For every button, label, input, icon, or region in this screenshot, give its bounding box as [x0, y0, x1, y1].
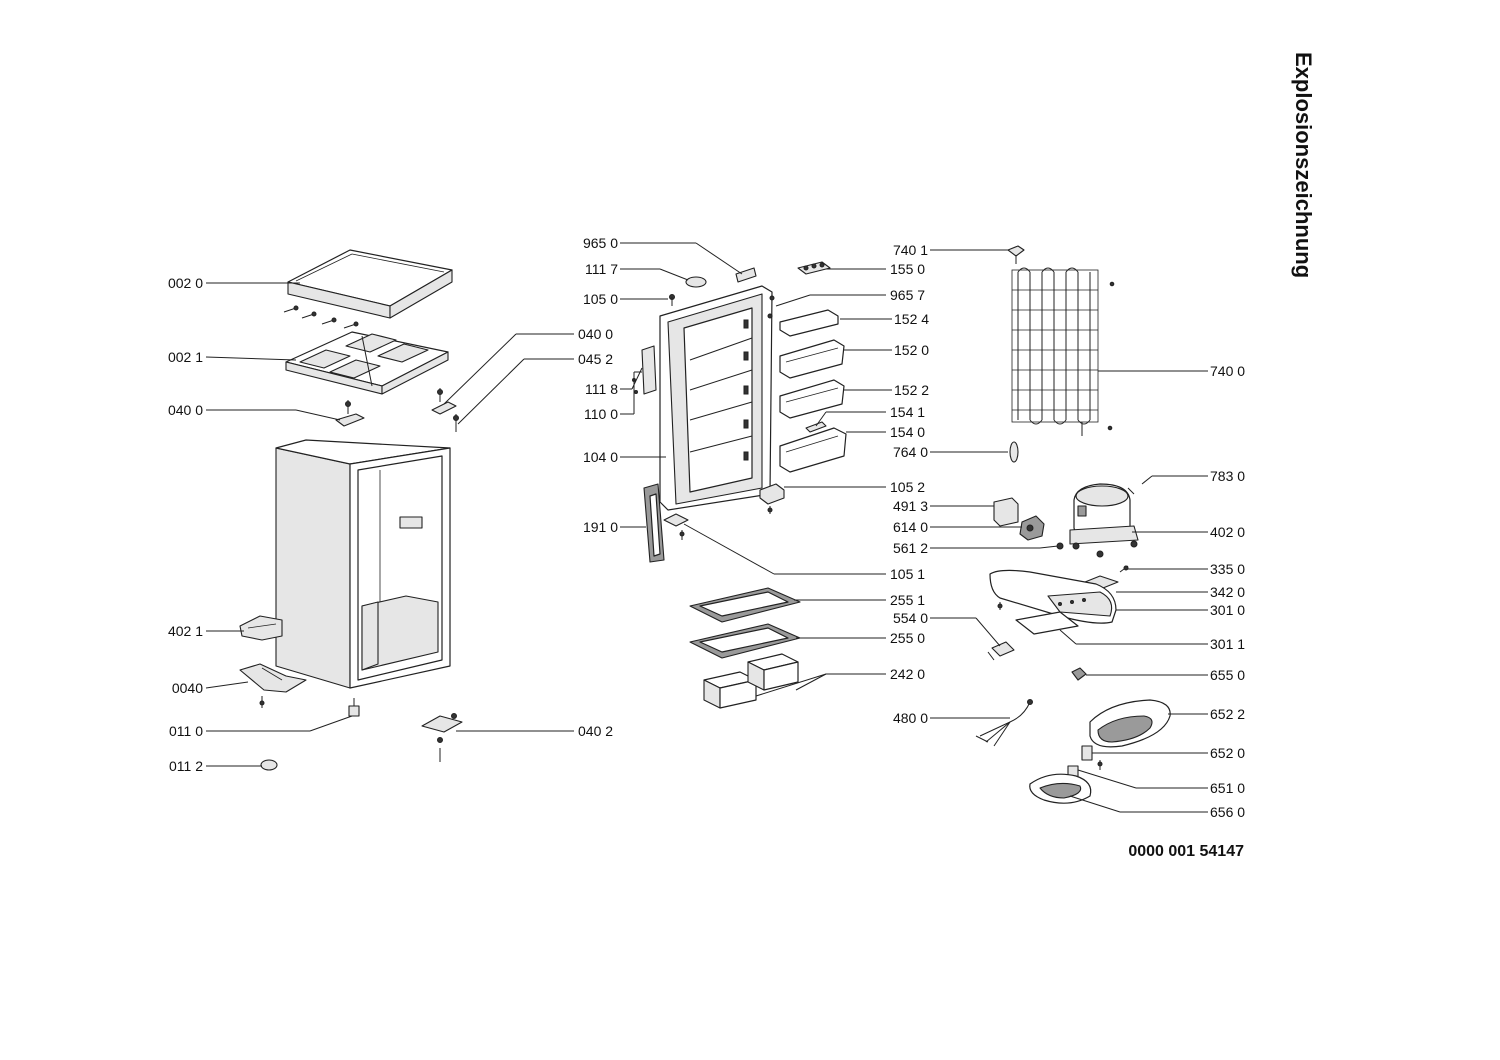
- label-191-0: 191 0: [583, 519, 618, 535]
- part-152-0-door-shelf: [779, 339, 845, 379]
- label-011-0: 011 0: [169, 723, 203, 739]
- label-301-0: 301 0: [1210, 602, 1245, 618]
- label-002-0: 002 0: [168, 275, 203, 291]
- label-242-0: 242 0: [890, 666, 925, 682]
- label-651-0: 651 0: [1210, 780, 1245, 796]
- label-255-1: 255 1: [890, 592, 925, 608]
- part-002-0-top-cover: [287, 249, 453, 319]
- label-105-1: 105 1: [890, 566, 925, 582]
- label-040-0-mid: 040 0: [578, 326, 613, 342]
- label-105-0: 105 0: [583, 291, 618, 307]
- document-number: 0000 001 54147: [1128, 843, 1244, 860]
- label-965-7: 965 7: [890, 287, 925, 303]
- diagram-title: Explosionszeichnung: [1291, 52, 1316, 278]
- label-614-0: 614 0: [893, 519, 928, 535]
- label-783-0: 783 0: [1210, 468, 1245, 484]
- part-335-0-valve: [1119, 565, 1129, 573]
- label-342-0: 342 0: [1210, 584, 1245, 600]
- part-740-1-clip: [1007, 245, 1025, 264]
- part-011-2-foot-cap: [260, 759, 278, 771]
- label-002-1: 002 1: [168, 349, 203, 365]
- part-783-0-tube: [1141, 475, 1153, 485]
- label-111-8: 111 8: [585, 381, 618, 397]
- label-011-2: 011 2: [169, 758, 203, 774]
- part-0040-bottom-hinge: [239, 663, 307, 708]
- label-045-2: 045 2: [578, 351, 613, 367]
- part-561-2-clip: [1039, 542, 1064, 550]
- label-480-0: 480 0: [893, 710, 928, 726]
- label-040-0-left: 040 0: [168, 402, 203, 418]
- part-152-4-shelf-cover: [779, 309, 839, 337]
- part-655-0-nut: [1071, 667, 1087, 681]
- part-105-2-hinge: [759, 483, 785, 505]
- label-152-4: 152 4: [894, 311, 929, 327]
- label-554-0: 554 0: [893, 610, 928, 626]
- label-652-2: 652 2: [1210, 706, 1245, 722]
- label-740-0: 740 0: [1210, 363, 1245, 379]
- shelves-and-drawers: [689, 587, 801, 709]
- label-740-1: 740 1: [893, 242, 928, 258]
- part-491-3-relay: [993, 497, 1019, 527]
- part-554-0-sensor: [987, 641, 1015, 661]
- part-040-0-top-hinge-left: [335, 400, 365, 427]
- door-assembly: [632, 267, 773, 563]
- part-045-2-pin: [453, 414, 459, 432]
- part-764-0-dryer: [1009, 441, 1019, 463]
- label-154-0: 154 0: [890, 424, 925, 440]
- label-402-0: 402 0: [1210, 524, 1245, 540]
- door-shelves: [759, 261, 847, 514]
- label-301-1: 301 1: [1210, 636, 1245, 652]
- label-040-2: 040 2: [578, 723, 613, 739]
- label-111-7: 111 7: [585, 261, 618, 277]
- part-402-0-compressor: [1069, 483, 1139, 558]
- label-491-3: 491 3: [893, 498, 928, 514]
- label-335-0: 335 0: [1210, 561, 1245, 577]
- part-105-1-hinge: [663, 513, 689, 527]
- part-154-0-door-shelf: [779, 427, 847, 473]
- cover-screws: [283, 305, 359, 329]
- part-402-1-bracket: [239, 615, 283, 641]
- part-301-0-drip-tray: [989, 569, 1117, 624]
- part-656-0-lamp-cover: [1029, 773, 1092, 804]
- label-152-0: 152 0: [894, 342, 929, 358]
- label-155-0: 155 0: [890, 261, 925, 277]
- label-764-0: 764 0: [893, 444, 928, 460]
- part-002-1-top-frame: [285, 331, 449, 395]
- label-152-2: 152 2: [894, 382, 929, 398]
- label-255-0: 255 0: [890, 630, 925, 646]
- part-242-0-drawers: [703, 653, 799, 709]
- part-154-1-divider: [805, 421, 827, 433]
- part-040-0-top-hinge-right: [431, 388, 457, 415]
- part-110-0-handle: [641, 345, 657, 395]
- part-152-2-door-shelf: [779, 379, 845, 419]
- label-965-0: 965 0: [583, 235, 618, 251]
- label-655-0: 655 0: [1210, 667, 1245, 683]
- part-301-1-plate: [1015, 611, 1079, 635]
- part-652-0-thermostat: [1081, 745, 1103, 770]
- label-656-0: 656 0: [1210, 804, 1245, 820]
- label-561-2: 561 2: [893, 540, 928, 556]
- part-111-7-badge: [685, 276, 707, 288]
- label-154-1: 154 1: [890, 404, 925, 420]
- part-040-2-lower-hinge: [421, 713, 463, 762]
- part-965-0-cap: [735, 267, 757, 283]
- label-104-0: 104 0: [583, 449, 618, 465]
- part-labels: 002 0 002 1 040 0 402 1 0040 011 0 011 2…: [168, 235, 1245, 820]
- label-402-1: 402 1: [168, 623, 203, 639]
- part-614-0-starter: [1019, 515, 1045, 541]
- part-740-0-condenser: [1011, 267, 1115, 436]
- label-652-0: 652 0: [1210, 745, 1245, 761]
- label-110-0: 110 0: [584, 406, 618, 422]
- cabinet-body: [275, 439, 451, 689]
- label-105-2: 105 2: [890, 479, 925, 495]
- part-480-0-cable: [975, 699, 1033, 747]
- part-652-2-thermostat-housing: [1089, 699, 1171, 748]
- label-0040: 0040: [172, 680, 203, 696]
- part-011-0-foot: [348, 698, 360, 717]
- leader-lines: [205, 242, 1208, 813]
